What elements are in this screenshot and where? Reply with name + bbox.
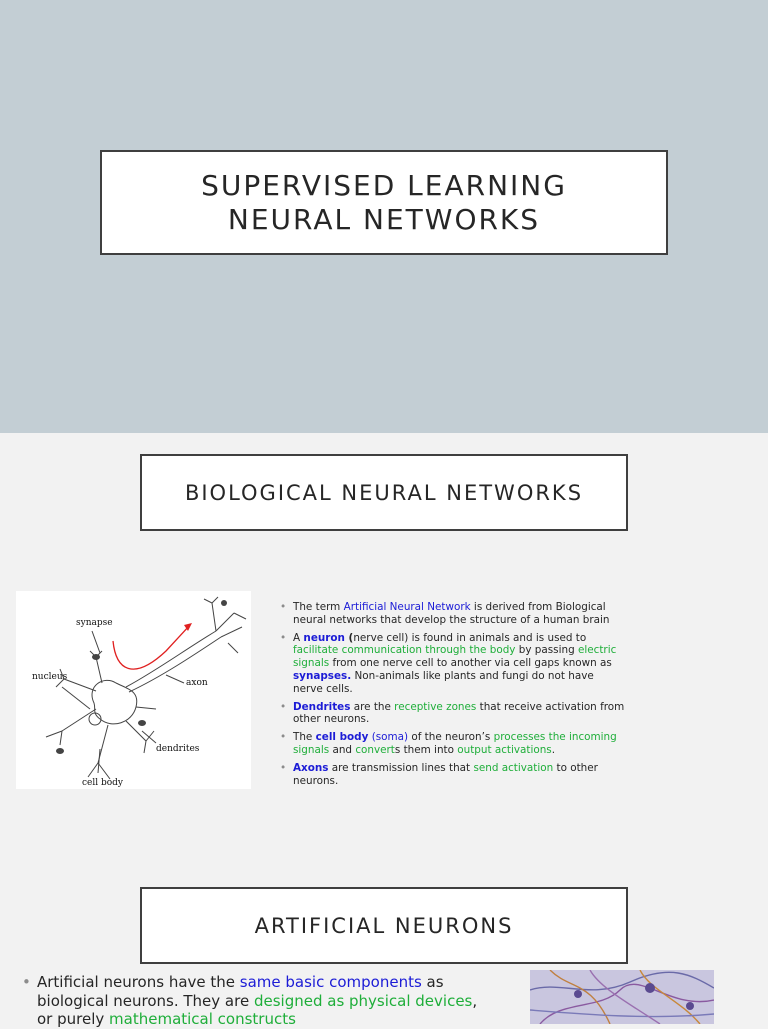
highlight: same basic components — [239, 973, 422, 991]
artificial-neurons-heading: ARTIFICIAL NEURONS — [140, 887, 628, 964]
highlight: neuron — [303, 631, 345, 644]
text: to other neurons. — [293, 761, 598, 787]
label-synapse: synapse — [76, 618, 113, 628]
neuron-micrograph-svg — [530, 970, 714, 1024]
text: as biological neurons. They are — [37, 973, 444, 1010]
neuron-micrograph-image — [530, 970, 714, 1024]
highlight: convert — [355, 743, 395, 756]
text: is derived from Biological neural networ… — [293, 601, 610, 626]
text: and — [329, 743, 356, 756]
highlight: cell body — [315, 731, 369, 744]
label-dendrites: dendrites — [156, 744, 200, 754]
text: The term — [293, 601, 344, 613]
text: Artificial neurons have the — [37, 973, 240, 991]
text: by passing — [515, 644, 578, 657]
highlight: receptive zones — [394, 700, 477, 713]
bullet-axons: Axons are transmission lines that send a… — [280, 762, 625, 788]
text: . — [551, 743, 556, 756]
highlight: Artificial Neural Network — [343, 601, 471, 613]
highlight: processes the incoming signals — [293, 731, 617, 756]
text: of the neuron’s — [408, 731, 494, 744]
highlight: designed as physical devices — [253, 991, 473, 1010]
text: Non-animals like plants and fungi do not… — [293, 669, 594, 695]
biological-networks-heading: BIOLOGICAL NEURAL NETWORKS — [140, 454, 628, 531]
bullet-cell-body: The cell body (soma) of the neuron’s pro… — [280, 731, 625, 757]
neuron-diagram-svg: synapse nucleus axon dendrites cell body — [32, 596, 247, 788]
bullet-dendrites: Dendrites are the receptive zones that r… — [280, 701, 625, 727]
neuron-diagram: synapse nucleus axon dendrites cell body — [16, 591, 251, 789]
label-nucleus: nucleus — [32, 672, 68, 682]
text: nerve cell) is found in animals and is u… — [353, 631, 587, 644]
highlight: synapses. — [293, 669, 352, 682]
highlight: Dendrites — [293, 700, 351, 713]
highlight: (soma) — [368, 731, 409, 744]
text: are the — [350, 700, 395, 713]
bullet-ann-term: The term Artificial Neural Network is de… — [280, 601, 625, 627]
text: A — [293, 631, 304, 644]
highlight: Axons — [293, 761, 329, 774]
highlight: mathematical constructs — [109, 1010, 296, 1028]
highlight: electric signals — [293, 644, 617, 670]
text: that receive activation from other neuro… — [293, 700, 625, 726]
biology-bullet-list: The term Artificial Neural Network is de… — [280, 601, 625, 792]
highlight: send activation — [473, 761, 554, 774]
label-axon: axon — [186, 678, 208, 688]
bullet-neuron: A neuron (nerve cell) is found in animal… — [280, 632, 625, 696]
highlight: output activations — [457, 743, 552, 756]
text: are transmission lines that — [328, 761, 474, 774]
text: from one nerve cell to another via cell … — [329, 657, 612, 670]
highlight: facilitate communication through the bod… — [293, 644, 516, 657]
title-slide-heading: SUPERVISED LEARNING NEURAL NETWORKS — [100, 150, 668, 255]
title-line-2: NEURAL NETWORKS — [227, 202, 541, 236]
artificial-bullet-list: Artificial neurons have the same basic c… — [22, 973, 482, 1029]
label-cell-body: cell body — [82, 778, 124, 788]
text: The — [293, 731, 316, 744]
title-line-1: SUPERVISED LEARNING — [201, 168, 567, 202]
text: ( — [344, 631, 354, 644]
bullet-artificial-components: Artificial neurons have the same basic c… — [22, 973, 482, 1029]
text: s them into — [394, 743, 458, 756]
